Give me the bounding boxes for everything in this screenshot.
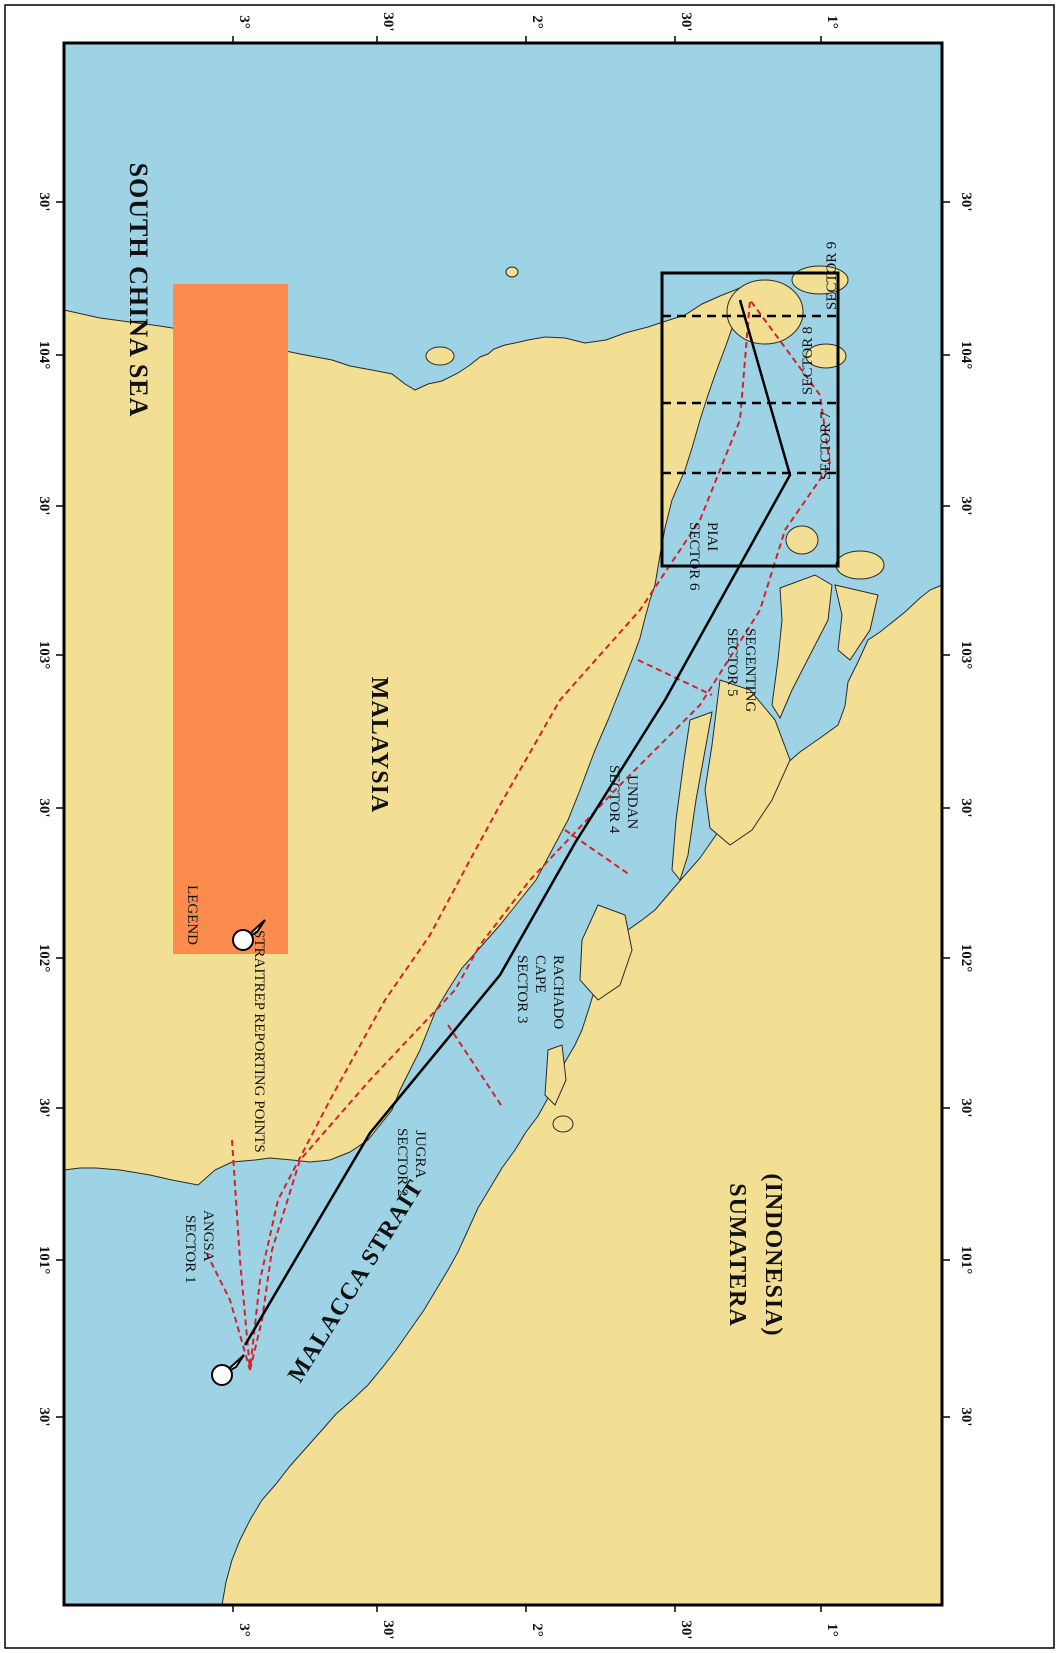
left-axis-label: 30' [36,1407,52,1426]
right-axis-label: 30' [958,798,974,817]
sector-3-name: SECTOR 3 [514,955,530,1024]
sector-9-label: SECTOR 9 [824,242,840,311]
top-axis-label: 2° [529,15,545,29]
legend-box [173,284,288,954]
map-frame [62,41,944,1607]
left-axis-label: 30' [36,798,52,817]
bottom-axis-label: 3° [236,1623,252,1637]
sector-6-place: PIAI [704,522,720,551]
malaysia-label: MALAYSIA [366,677,392,813]
right-longitude-axis: 30' 101° 30' 102° 30' 103° 30' 104° 30' [958,192,974,1426]
south-china-sea-label: SOUTH CHINA SEA [124,163,153,418]
right-axis-label: 103° [958,641,974,670]
sector-divider [564,829,631,876]
right-axis-label: 101° [958,1246,974,1275]
left-longitude-axis: 30' 101° 30' 102° 30' 103° 30' 104° 30' [36,192,52,1426]
bottom-latitude-axis: 3° 30' 2° 30' 1° [236,1620,840,1639]
sector-divider [447,1024,504,1109]
top-latitude-axis: 3° 30' 2° 30' 1° [236,12,840,31]
island [425,346,455,366]
right-axis-label: 30' [958,1407,974,1426]
inset-frame-sectors-7-9 [660,271,840,568]
sector-3-place-2: RACHADO [550,955,566,1029]
sector-boundary-outer [204,1139,251,1371]
island [579,904,633,1001]
route-track [243,299,792,1346]
left-axis-label: 30' [36,192,52,211]
right-axis-label: 104° [958,341,974,370]
reporting-point-marker [211,1354,245,1386]
legend-title: LEGEND [184,885,200,945]
left-axis-label: 30' [36,496,52,515]
top-axis-label: 3° [236,15,252,29]
sector-2-name: SECTOR 2 [394,1128,410,1197]
sector-2-label: SECTOR 2 JUGRA [394,1128,428,1197]
island [835,550,885,580]
island [552,1115,574,1133]
top-axis-label: 30' [678,12,694,31]
sector-1-name: SECTOR 1 [182,1215,198,1284]
sector-5-place: SEGENTING [742,628,758,712]
sector-5-name: SECTOR 5 [724,628,740,697]
sector-4-name: SECTOR 4 [606,765,622,834]
sector-2-place: JUGRA [412,1130,428,1179]
bottom-axis-label: 2° [529,1623,545,1637]
right-axis-label: 30' [958,496,974,515]
sector-4-place: UNDAN [624,775,640,829]
left-axis-label: 103° [36,641,52,670]
page-border [4,4,1055,1649]
island [671,711,713,882]
right-axis-label: 30' [958,1098,974,1117]
sector-7-label: SECTOR 7 [818,411,834,480]
sumatera-label: SUMATERA [724,1183,750,1327]
bottom-axis-label: 30' [678,1620,694,1639]
sector-3-place-1: CAPE [532,955,548,993]
sector-boundary-outline [249,297,832,1371]
sector-8-label: SECTOR 8 [800,327,816,396]
sector-4-label: SECTOR 4 UNDAN [606,765,640,834]
island [805,343,847,369]
sector-5-label: SECTOR 5 SEGENTING [724,628,758,712]
sector-divider [637,659,713,696]
sector-1-label: SECTOR 1 ANGSA [182,1210,216,1284]
sector-1-place: ANGSA [200,1210,216,1262]
right-axis-label: 102° [958,944,974,973]
island [726,279,804,345]
island [834,584,879,661]
top-axis-label: 1° [824,15,840,29]
legend-item-label: STRAITREP REPORTING POINTS [251,930,267,1153]
island [544,1044,567,1106]
island [505,266,519,278]
left-axis-label: 104° [36,341,52,370]
right-axis-label: 30' [958,192,974,211]
top-axis-label: 30' [380,12,396,31]
left-axis-label: 101° [36,1246,52,1275]
bottom-axis-label: 1° [824,1623,840,1637]
island [785,525,819,555]
island [704,679,791,846]
bottom-axis-label: 30' [380,1620,396,1639]
left-axis-label: 102° [36,944,52,973]
sector-3-label: SECTOR 3 CAPE RACHADO [514,955,566,1029]
island [771,574,833,720]
tick-marks [56,36,950,1612]
sector-6-label: SECTOR 6 PIAI [686,522,720,591]
indonesia-label: (INDONESIA) [760,1173,786,1336]
legend-reporting-point-marker [232,919,266,951]
sector-6-name: SECTOR 6 [686,522,702,591]
left-axis-label: 30' [36,1098,52,1117]
